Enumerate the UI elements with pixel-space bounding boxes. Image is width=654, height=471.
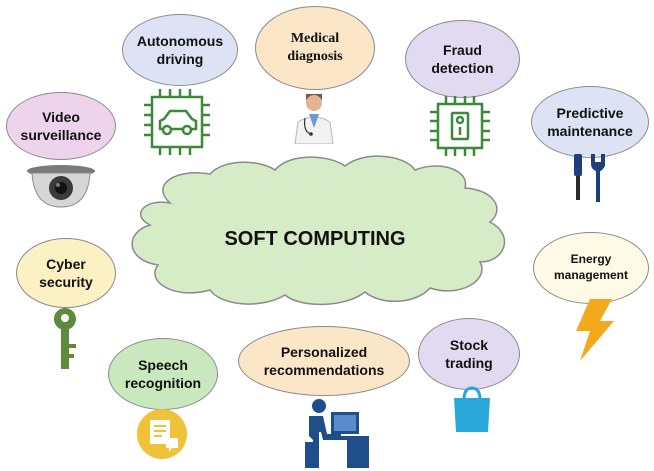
video-surveillance-label: Video surveillance xyxy=(20,108,102,143)
doctor-icon xyxy=(294,94,334,144)
lightning-icon xyxy=(576,299,614,361)
tools-icon xyxy=(574,154,605,202)
fraud-detection-node: Fraud detection xyxy=(405,20,520,98)
cyber-security-node: Cyber security xyxy=(16,238,116,308)
energy-management-node: Energy management xyxy=(533,232,649,304)
stock-trading-node: Stock trading xyxy=(418,318,520,390)
speech-document-icon xyxy=(137,409,187,459)
person-computer-icon xyxy=(305,399,369,468)
cyber-security-label: Cyber security xyxy=(39,255,93,290)
cctv-camera-icon xyxy=(27,165,95,208)
fraud-detection-label: Fraud detection xyxy=(431,41,494,76)
personalized-recommendations-label: Personalized recommendations xyxy=(263,343,385,378)
energy-management-label: Energy management xyxy=(553,252,629,282)
speech-recognition-node: Speech recognition xyxy=(108,338,218,410)
autonomous-driving-node: Autonomous driving xyxy=(122,14,238,86)
medical-diagnosis-node: Medical diagnosis xyxy=(255,6,375,90)
chip-icon xyxy=(430,96,490,156)
stock-trading-label: Stock trading xyxy=(445,336,493,371)
autonomous-driving-label: Autonomous driving xyxy=(136,32,224,67)
medical-diagnosis-label: Medical diagnosis xyxy=(287,30,343,64)
center-title: SOFT COMPUTING xyxy=(224,228,406,250)
key-icon xyxy=(53,308,76,369)
cloud-shape xyxy=(131,155,506,306)
personalized-recommendations-node: Personalized recommendations xyxy=(238,326,410,396)
video-surveillance-node: Video surveillance xyxy=(6,92,116,160)
car-chip-icon xyxy=(144,89,210,155)
predictive-maintenance-label: Predictive maintenance xyxy=(547,104,633,139)
shopping-bag-icon xyxy=(454,386,490,432)
predictive-maintenance-node: Predictive maintenance xyxy=(531,86,649,158)
speech-recognition-label: Speech recognition xyxy=(124,356,202,391)
